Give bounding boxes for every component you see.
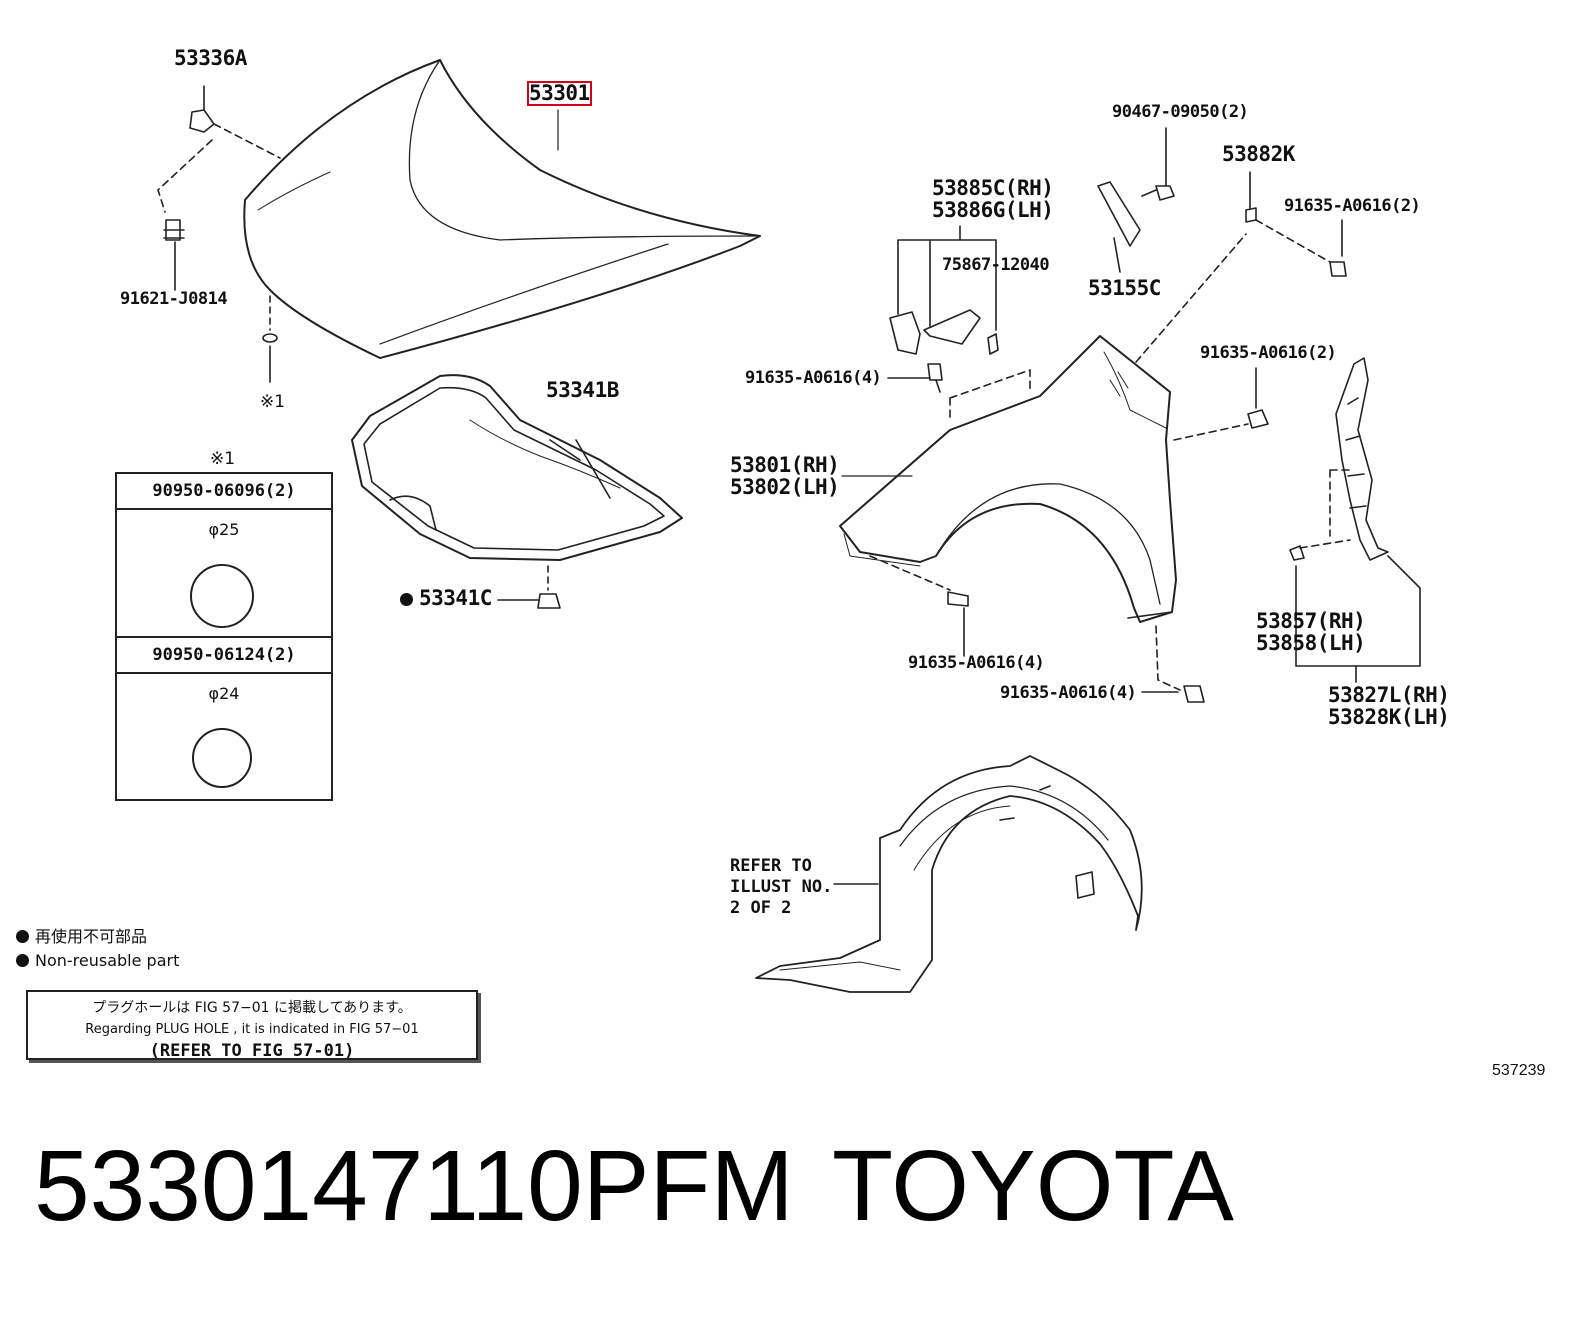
ref-line-refer: (REFER TO FIG 57-01) xyxy=(149,1041,355,1061)
fender-side-seal xyxy=(1289,357,1421,683)
callout-53301-highlighted[interactable]: 53301 xyxy=(527,81,592,106)
non-reusable-bullet-icon xyxy=(400,593,413,606)
plug-row-2-part: 90950-06124(2) xyxy=(117,638,331,674)
note-mark-1: ※1 xyxy=(260,392,286,412)
callout-53341c-text: 53341C xyxy=(419,586,492,610)
plug-row-1-diameter: φ25 xyxy=(208,520,240,539)
callout-53802-lh: 53802(LH) xyxy=(730,475,840,499)
callout-53885c-rh: 53885C(RH) xyxy=(932,176,1054,200)
legend-bullet-icon xyxy=(16,930,29,943)
callout-53827l-rh: 53827L(RH) xyxy=(1328,683,1450,707)
plug-table-mark: ※1 xyxy=(210,449,236,469)
hood-insulator xyxy=(351,374,683,561)
clip-53882k xyxy=(1245,171,1257,223)
fender-bracket-53885c xyxy=(889,225,999,355)
legend-jp-text: 再使用不可部品 xyxy=(35,927,148,946)
callout-91621-j0814: 91621-J0814 xyxy=(120,289,228,309)
callout-53828k-lh: 53828K(LH) xyxy=(1328,705,1450,729)
seal-53155c xyxy=(1097,127,1175,273)
plug-hole xyxy=(262,333,278,343)
callout-53155c: 53155C xyxy=(1088,276,1161,300)
clip-53341c xyxy=(497,565,561,609)
figure-number: 537239 xyxy=(1492,1062,1546,1079)
legend-jp: 再使用不可部品 xyxy=(16,929,147,945)
legend-en: Non-reusable part xyxy=(16,953,179,969)
front-fender xyxy=(839,335,1177,623)
screw-91621 xyxy=(163,219,185,291)
plug-row-2-circle xyxy=(192,728,252,788)
callout-91635-a0616-bottom2: 91635-A0616(4) xyxy=(1000,683,1137,703)
legend-bullet-icon xyxy=(16,954,29,967)
ref-line-jp: プラグホールは FIG 57−01 に掲載してあります。 xyxy=(92,1000,412,1016)
callout-53801-rh: 53801(RH) xyxy=(730,453,840,477)
plug-row-1-part: 90950-06096(2) xyxy=(117,474,331,510)
callout-91635-a0616-bottom1: 91635-A0616(4) xyxy=(908,653,1045,673)
callout-53341c: 53341C xyxy=(400,588,492,609)
callout-91635-a0616-mid: 91635-A0616(2) xyxy=(1200,343,1337,363)
callout-53341b: 53341B xyxy=(546,378,619,402)
bolt xyxy=(927,219,1347,703)
callout-53857-rh: 53857(RH) xyxy=(1256,609,1366,633)
callout-53336a: 53336A xyxy=(174,46,247,70)
ref-line-en: Regarding PLUG HOLE , it is indicated in… xyxy=(85,1022,419,1037)
brand-title: TOYOTA xyxy=(832,1130,1234,1242)
callout-53886g-lh: 53886G(LH) xyxy=(932,198,1054,222)
plug-hole-table: 90950-06096(2) φ25 90950-06124(2) φ24 xyxy=(115,472,333,801)
part-number-title: 5330147110PFM xyxy=(34,1130,794,1242)
plug-row-1-cell: φ25 xyxy=(117,508,331,638)
plug-row-1-circle xyxy=(190,564,254,628)
plug-hole-reference-box: プラグホールは FIG 57−01 に掲載してあります。 Regarding P… xyxy=(26,990,478,1061)
refer-to-illustration-note: REFER TO ILLUST NO. 2 OF 2 xyxy=(730,856,833,918)
callout-53858-lh: 53858(LH) xyxy=(1256,631,1366,655)
callout-90467-09050: 90467-09050(2) xyxy=(1112,102,1249,122)
callout-91635-a0616-top: 91635-A0616(2) xyxy=(1284,196,1421,216)
hood-panel xyxy=(243,59,761,359)
callout-53882k: 53882K xyxy=(1222,142,1295,166)
plug-row-2-diameter: φ24 xyxy=(208,684,240,703)
legend-en-text: Non-reusable part xyxy=(35,951,180,970)
callout-91635-a0616-left: 91635-A0616(4) xyxy=(745,368,882,388)
plug-row-2-cell: φ24 xyxy=(117,672,331,800)
hood-stay-bracket xyxy=(157,85,281,213)
callout-75867-12040: 75867-12040 xyxy=(942,255,1050,275)
fender-liner xyxy=(755,755,1143,993)
